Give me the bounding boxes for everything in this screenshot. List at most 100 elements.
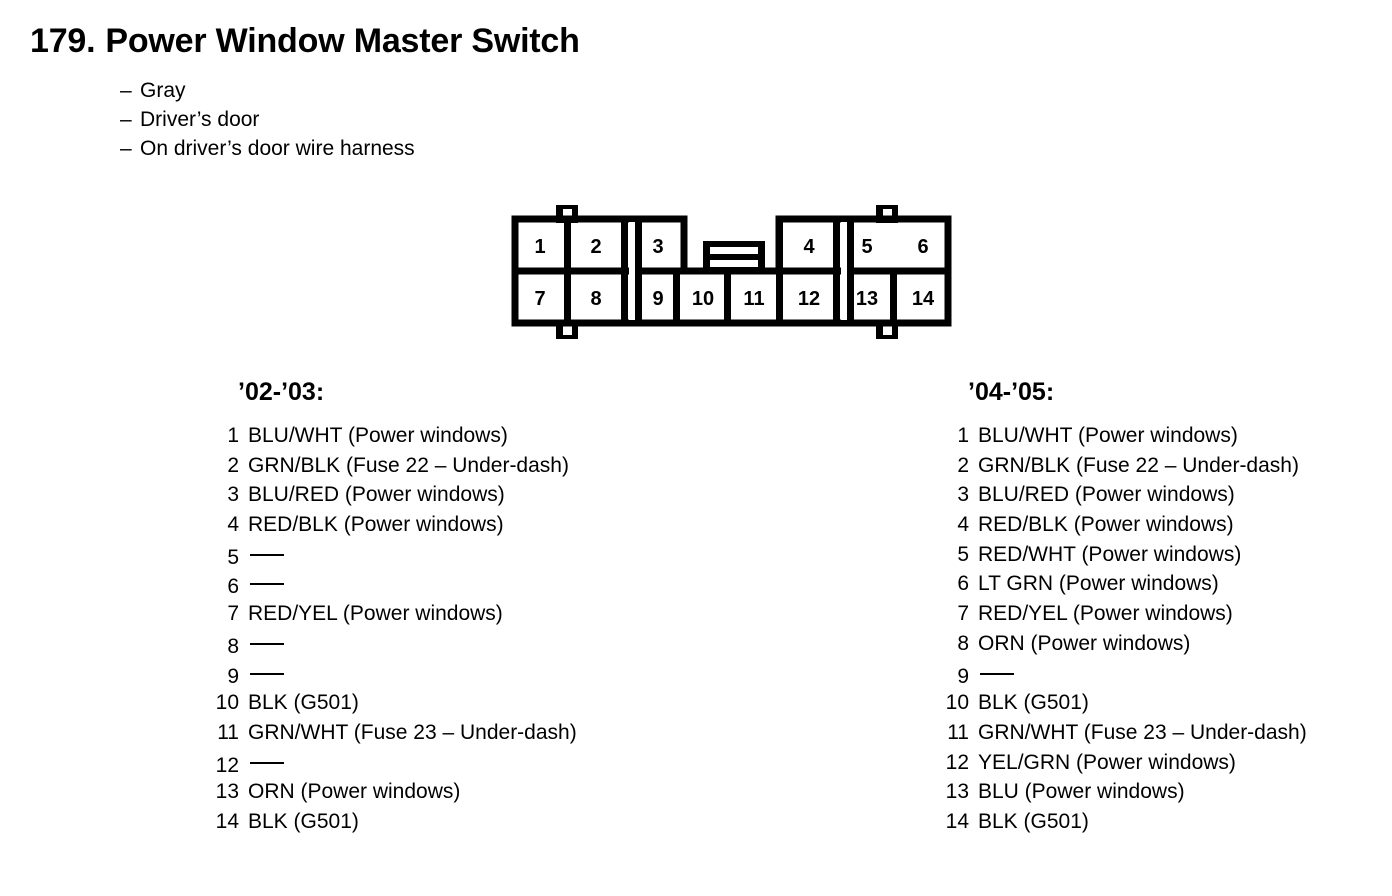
pin-label: BLU/RED (Power windows) — [248, 483, 505, 507]
dash-glyph: – — [120, 79, 132, 102]
pin-label: ORN (Power windows) — [978, 631, 1191, 655]
pin-index: 10 — [215, 691, 239, 715]
list-item: 10 BLK (G501) — [205, 691, 577, 721]
pin-label — [248, 543, 288, 564]
pin-label: GRN/BLK (Fuse 22 – Under-dash) — [978, 453, 1299, 477]
pin-number-14: 14 — [912, 288, 935, 310]
list-item: 6 — [205, 572, 577, 602]
pin-label: GRN/WHT (Fuse 23 – Under-dash) — [978, 720, 1307, 744]
list-item: 7 RED/YEL (Power windows) — [935, 602, 1307, 632]
left-keyway-edge — [635, 219, 642, 323]
pin-index: 10 — [945, 691, 969, 715]
connector-diagram: 1 2 3 4 5 6 7 8 9 10 11 12 13 14 — [498, 196, 968, 346]
pin-index: 3 — [957, 483, 969, 507]
pin-number-13: 13 — [856, 288, 878, 310]
list-item: 14 BLK (G501) — [935, 810, 1307, 840]
pin-index: 1 — [957, 424, 969, 447]
pin-index: 13 — [215, 780, 239, 804]
pin-index: 5 — [227, 545, 239, 569]
list-item: 8 ORN (Power windows) — [935, 632, 1307, 662]
divider-2-3 — [621, 219, 628, 271]
pin-index: 12 — [215, 753, 239, 777]
pinlist-rows: 1 BLU/WHT (Power windows) 2 GRN/BLK (Fuse … — [205, 424, 577, 840]
pin-number-4: 4 — [803, 236, 815, 258]
pin-index: 14 — [945, 809, 969, 833]
pin-label: BLK (G501) — [978, 809, 1089, 833]
divider-5-6 — [833, 219, 840, 271]
page-title-text: Power Window Master Switch — [105, 22, 580, 60]
pin-label — [978, 662, 1018, 683]
pin-index: 6 — [227, 575, 239, 599]
pin-number-11: 11 — [743, 288, 764, 310]
list-item: 1 BLU/WHT (Power windows) — [935, 424, 1307, 454]
list-item: –Driver’s door — [120, 105, 415, 134]
list-item: 5 — [205, 543, 577, 573]
divider-7-8 — [564, 271, 571, 323]
pin-label: BLU/WHT (Power windows) — [248, 424, 508, 447]
pin-label: BLU/WHT (Power windows) — [978, 424, 1238, 447]
pin-index: 1 — [227, 424, 239, 447]
pin-index: 8 — [227, 634, 239, 658]
pin-index: 12 — [945, 750, 969, 774]
pin-index: 11 — [217, 720, 239, 744]
page-title: 179.Power Window Master Switch — [30, 22, 580, 61]
list-item: 11 GRN/WHT (Fuse 23 – Under-dash) — [205, 721, 577, 751]
list-item: 10 BLK (G501) — [935, 691, 1307, 721]
pin-label: RED/BLK (Power windows) — [248, 513, 504, 537]
pin-index: 9 — [227, 664, 239, 688]
pin-index: 8 — [957, 631, 969, 655]
pin-label: RED/BLK (Power windows) — [978, 513, 1234, 537]
list-item: 9 — [205, 662, 577, 692]
list-item-label: Gray — [140, 79, 186, 102]
divider-4-5-a — [776, 219, 783, 271]
pin-index: 7 — [227, 602, 239, 626]
pin-label — [248, 632, 288, 653]
list-item: 1 BLU/WHT (Power windows) — [205, 424, 577, 454]
pin-label: GRN/WHT (Fuse 23 – Under-dash) — [248, 720, 577, 744]
description-list: –Gray –Driver’s door –On driver’s door w… — [120, 76, 415, 163]
pin-label: BLK (G501) — [248, 691, 359, 715]
pin-index: 7 — [957, 602, 969, 626]
dash-glyph: – — [120, 108, 132, 131]
dash-glyph: – — [120, 137, 132, 160]
divider-12-13 — [833, 271, 840, 323]
pin-label: GRN/BLK (Fuse 22 – Under-dash) — [248, 453, 569, 477]
pin-label — [248, 662, 288, 683]
pin-index: 14 — [215, 809, 239, 833]
pin-label: BLK (G501) — [978, 691, 1089, 715]
list-item: –On driver’s door wire harness — [120, 134, 415, 163]
pin-label: LT GRN (Power windows) — [978, 572, 1219, 596]
list-item-label: Driver’s door — [140, 108, 260, 131]
list-item: 3 BLU/RED (Power windows) — [935, 483, 1307, 513]
pin-number-10: 10 — [692, 288, 714, 310]
list-item: 9 — [935, 662, 1307, 692]
right-keyway-slot — [841, 222, 847, 320]
center-latch — [703, 241, 765, 274]
pin-label: BLU/RED (Power windows) — [978, 483, 1235, 507]
section-number: 179. — [30, 22, 96, 60]
pin-number-7: 7 — [534, 288, 545, 310]
divider-8-9 — [621, 271, 628, 323]
divider-11-12 — [776, 271, 783, 323]
pinlist-heading: ’04-’05: — [968, 378, 1055, 406]
list-item: 11 GRN/WHT (Fuse 23 – Under-dash) — [935, 721, 1307, 751]
pin-label: BLK (G501) — [248, 809, 359, 833]
pin-label — [248, 751, 288, 772]
pin-index: 2 — [227, 453, 239, 477]
pin-number-1: 1 — [534, 236, 545, 258]
pin-label: RED/YEL (Power windows) — [978, 602, 1233, 626]
pin-index: 9 — [957, 664, 969, 688]
pin-index: 11 — [947, 720, 969, 744]
pin-number-2: 2 — [590, 236, 601, 258]
